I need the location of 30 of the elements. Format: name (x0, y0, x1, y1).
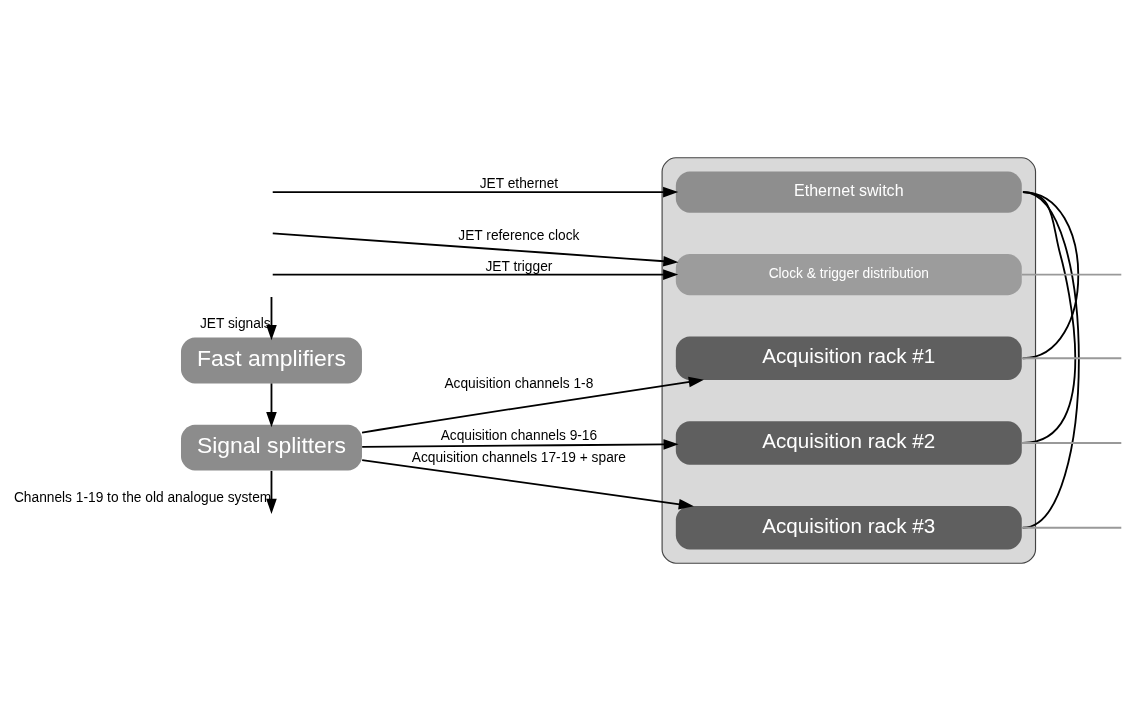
connector (1020, 441, 1123, 444)
arrow (271, 231, 679, 266)
arrow (266, 295, 277, 340)
node-box: Ethernet switch (675, 171, 1022, 213)
connector (1020, 273, 1123, 275)
node-box: Signal splitters (181, 424, 362, 470)
connector (1020, 356, 1123, 359)
node-box: Clock & trigger distribution (675, 253, 1022, 295)
edge-label: Acquisition channels 9-16 (440, 427, 598, 443)
node-box: Fast amplifiers (181, 337, 362, 383)
edge-label: Acquisition channels 17-19 + spare (411, 449, 626, 465)
connector (1022, 190, 1077, 444)
edge-label: JET trigger (485, 258, 553, 274)
connector (1022, 190, 1080, 529)
edge-label: Channels 1-19 to the old analogue system (13, 489, 272, 505)
node-box: Acquisition rack #1 (675, 335, 1022, 380)
edge-label: JET signals (200, 315, 271, 331)
arrow (361, 438, 679, 450)
arrow (266, 469, 277, 514)
arrow (271, 268, 679, 280)
edge-label: Acquisition channels 1-8 (444, 375, 594, 391)
edge-label: JET reference clock (458, 227, 580, 243)
arrow (266, 382, 277, 427)
arrow (271, 186, 679, 197)
node-box: Acquisition rack #3 (675, 505, 1022, 549)
edge-label: JET ethernet (479, 175, 559, 191)
connector (1020, 526, 1123, 529)
arrow (361, 376, 704, 433)
arrow (361, 458, 694, 509)
node-box: Acquisition rack #2 (675, 420, 1022, 465)
